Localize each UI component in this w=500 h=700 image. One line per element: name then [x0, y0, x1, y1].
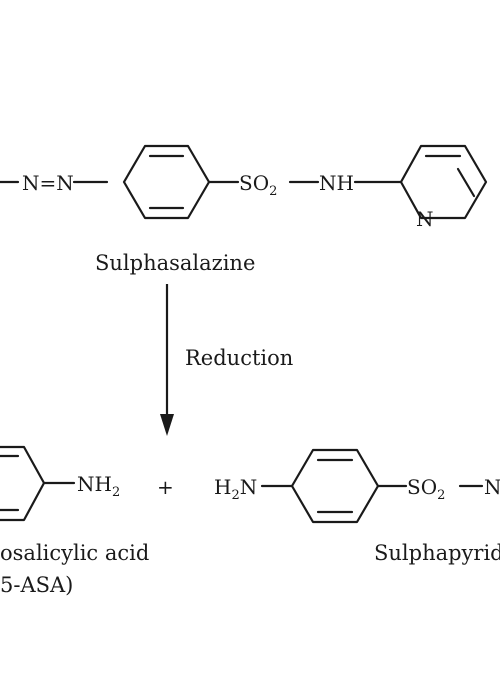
- top-amide-nh-label: NH: [319, 171, 354, 195]
- sulphasalazine-structure: [0, 144, 488, 220]
- reaction-arrow-group: [160, 284, 174, 436]
- reaction-arrow-head: [160, 414, 174, 436]
- azo-link-label: N=N: [22, 171, 74, 195]
- left-product-nh2-label: NH2: [77, 472, 120, 500]
- pyridine-ring: [399, 144, 488, 220]
- right-product-cut-n-label: N: [484, 475, 500, 499]
- sulphasalazine-name: Sulphasalazine: [95, 251, 255, 275]
- right-product-sulfonyl-label: SO2: [407, 475, 445, 503]
- plus-sign: +: [157, 475, 174, 499]
- right-product-name: Sulphapyrid: [374, 541, 500, 565]
- pyridine-inner-bond-right: [456, 167, 476, 198]
- reduction-label: Reduction: [185, 346, 293, 370]
- left-product-name-line1: osalicylic acid: [0, 541, 149, 565]
- products-structures: [0, 445, 484, 524]
- left-product-name-line2: 5-ASA): [0, 573, 73, 597]
- top-sulfonyl-label: SO2: [239, 171, 277, 199]
- right-product-amine-label: H2N: [214, 475, 257, 503]
- diagram-labels: N=N SO2 NH N Sulphasalazine Reduction NH…: [0, 171, 500, 597]
- pyridine-n-label: N: [416, 207, 434, 231]
